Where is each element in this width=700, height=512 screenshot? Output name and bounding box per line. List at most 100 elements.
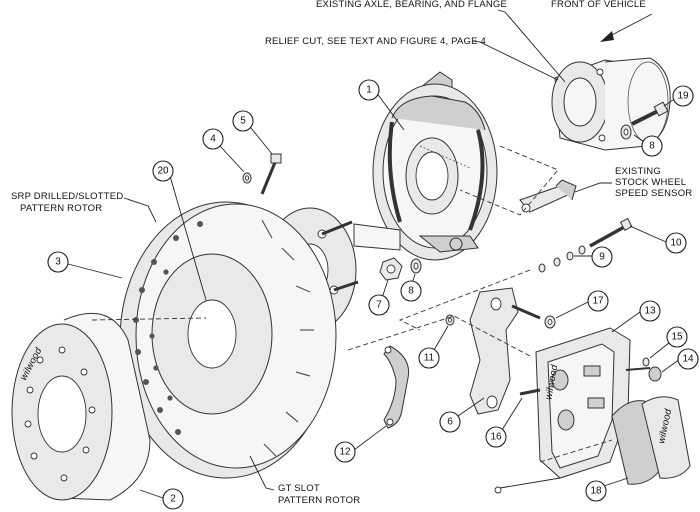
brake-pads bbox=[494, 396, 691, 494]
callout-number-2: 2 bbox=[170, 494, 176, 505]
callout-number-3: 3 bbox=[55, 257, 61, 268]
speed-sensor bbox=[519, 179, 577, 213]
parking-brake-backing-plate bbox=[372, 71, 498, 261]
mounting-bolt-10 bbox=[589, 217, 633, 248]
callout-number-8-mid: 8 bbox=[408, 286, 414, 297]
callout-bubble-1 bbox=[358, 79, 380, 101]
gt-rotor-label-2: PATTERN ROTOR bbox=[278, 495, 360, 506]
relief-cut-leader bbox=[472, 40, 559, 81]
callout-bubble-3 bbox=[47, 251, 69, 273]
leader-8-top bbox=[633, 134, 645, 143]
drum-hat bbox=[11, 312, 151, 501]
callout-bubble-18 bbox=[585, 480, 607, 502]
leader-1 bbox=[375, 91, 405, 131]
callout-bubble-12 bbox=[334, 441, 356, 463]
clip-11 bbox=[445, 314, 455, 326]
srp-rotor-leader bbox=[123, 197, 157, 223]
leader-10 bbox=[629, 225, 667, 243]
leader-2 bbox=[139, 489, 164, 499]
washer-4 bbox=[242, 172, 252, 184]
srp-rotor-label-1: SRP DRILLED/SLOTTED bbox=[11, 191, 123, 202]
gt-rotor-leader bbox=[249, 455, 275, 491]
leader-13 bbox=[611, 311, 641, 333]
existing-sensor-label-2: STOCK WHEEL bbox=[615, 177, 686, 188]
callout-bubble-13 bbox=[639, 300, 661, 322]
nut-7 bbox=[379, 257, 403, 281]
callout-bubble-15 bbox=[666, 326, 688, 348]
callout-bubble-17 bbox=[587, 290, 609, 312]
callout-number-1: 1 bbox=[366, 85, 372, 96]
leader-12 bbox=[353, 425, 387, 451]
callout-number-4: 4 bbox=[210, 134, 216, 145]
leader-18 bbox=[603, 477, 629, 487]
callout-bubble-11 bbox=[418, 347, 440, 369]
callout-number-15: 15 bbox=[671, 332, 683, 343]
callout-bubble-14 bbox=[677, 348, 699, 370]
callout-number-19: 19 bbox=[677, 91, 689, 102]
rotor-slots bbox=[261, 219, 314, 457]
callout-number-5: 5 bbox=[240, 116, 246, 127]
leader-20 bbox=[169, 175, 207, 301]
callout-number-10: 10 bbox=[670, 238, 682, 249]
callout-number-13: 13 bbox=[644, 306, 656, 317]
callout-number-11: 11 bbox=[424, 353, 435, 364]
callout-bubble-20 bbox=[152, 160, 174, 182]
washer-8-top bbox=[620, 124, 632, 140]
callout-bubble-7 bbox=[368, 294, 390, 316]
leader-14 bbox=[661, 358, 681, 373]
callout-bubble-5 bbox=[232, 110, 254, 132]
drum-dashed-line bbox=[91, 317, 207, 321]
leader-3 bbox=[67, 263, 123, 279]
leader-16 bbox=[501, 397, 523, 431]
washer-8-mid bbox=[410, 258, 422, 274]
bleeder-15 bbox=[642, 357, 650, 367]
callout-number-18: 18 bbox=[590, 486, 602, 497]
relief-cut-label: RELIEF CUT, SEE TEXT AND FIGURE 4, PAGE … bbox=[265, 36, 486, 47]
bolt-dashed-line bbox=[398, 269, 531, 331]
leader-15 bbox=[649, 341, 671, 359]
sensor-dashed-outline bbox=[459, 145, 559, 216]
callout-number-14: 14 bbox=[682, 354, 694, 365]
callout-bubble-8-mid bbox=[400, 280, 422, 302]
callout-number-6: 6 bbox=[447, 417, 453, 428]
callout-bubble-8-top bbox=[641, 135, 663, 157]
leader-11 bbox=[433, 325, 449, 351]
callout-bubble-19 bbox=[672, 85, 694, 107]
existing-sensor-label-3: SPEED SENSOR bbox=[615, 188, 692, 199]
leader-5 bbox=[250, 127, 273, 155]
caliper-bracket bbox=[469, 287, 541, 415]
bolt-5 bbox=[260, 153, 282, 195]
srp-rotor-label-2: PATTERN ROTOR bbox=[20, 203, 102, 214]
callout-bubble-4 bbox=[202, 128, 224, 150]
dust-cap-14 bbox=[648, 366, 662, 382]
gt-rotor-label-1: GT SLOT bbox=[278, 483, 320, 494]
existing-axle-leader bbox=[497, 9, 566, 83]
brake-rotor bbox=[119, 201, 337, 479]
front-of-vehicle-arrow bbox=[600, 13, 653, 42]
rotor-drill-holes bbox=[133, 221, 203, 435]
callout-bubble-2 bbox=[162, 488, 184, 510]
leader-6 bbox=[457, 397, 485, 417]
leader-17 bbox=[555, 301, 589, 319]
existing-sensor-leader bbox=[574, 182, 612, 193]
leader-7 bbox=[381, 279, 389, 299]
parking-brake-cable-bracket bbox=[383, 345, 410, 429]
callout-number-16: 16 bbox=[490, 432, 502, 443]
callout-number-7: 7 bbox=[376, 300, 382, 311]
existing-axle-label: EXISTING AXLE, BEARING, AND FLANGE bbox=[316, 0, 507, 10]
callout-number-20: 20 bbox=[157, 166, 169, 177]
washer-17 bbox=[544, 315, 556, 329]
callout-bubble-9 bbox=[591, 246, 613, 268]
shims-9 bbox=[538, 245, 586, 273]
callout-number-17: 17 bbox=[592, 296, 604, 307]
callout-number-8-top: 8 bbox=[649, 141, 655, 152]
leader-4 bbox=[219, 145, 245, 173]
front-of-vehicle-label: FRONT OF VEHICLE bbox=[551, 0, 646, 10]
callout-bubble-6 bbox=[439, 411, 461, 433]
callout-bubble-16 bbox=[485, 426, 507, 448]
callout-number-12: 12 bbox=[339, 447, 351, 458]
callout-bubble-10 bbox=[665, 232, 687, 254]
bolt-16 bbox=[519, 388, 541, 396]
